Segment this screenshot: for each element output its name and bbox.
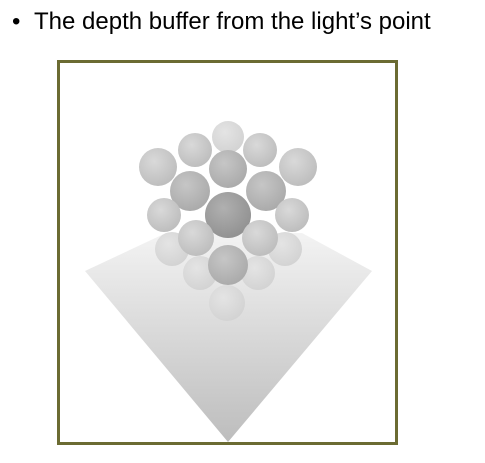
sphere (243, 133, 277, 167)
sphere (212, 121, 244, 153)
sphere (279, 148, 317, 186)
sphere (208, 245, 248, 285)
ground-plane (85, 233, 372, 442)
sphere (170, 171, 210, 211)
sphere (147, 198, 181, 232)
sphere (178, 133, 212, 167)
sphere (205, 192, 251, 238)
sphere (209, 285, 245, 321)
sphere (209, 150, 247, 188)
bullet-text: The depth buffer from the light’s point (34, 8, 431, 35)
sphere (275, 198, 309, 232)
slide-bullet-text: • The depth buffer from the light’s point (12, 2, 485, 42)
sphere (178, 220, 214, 256)
bullet-icon: • (12, 8, 21, 35)
sphere (241, 256, 275, 290)
sphere (242, 220, 278, 256)
depth-buffer-figure (57, 60, 398, 445)
sphere (246, 171, 286, 211)
sphere (139, 148, 177, 186)
depth-buffer-image (85, 121, 372, 442)
